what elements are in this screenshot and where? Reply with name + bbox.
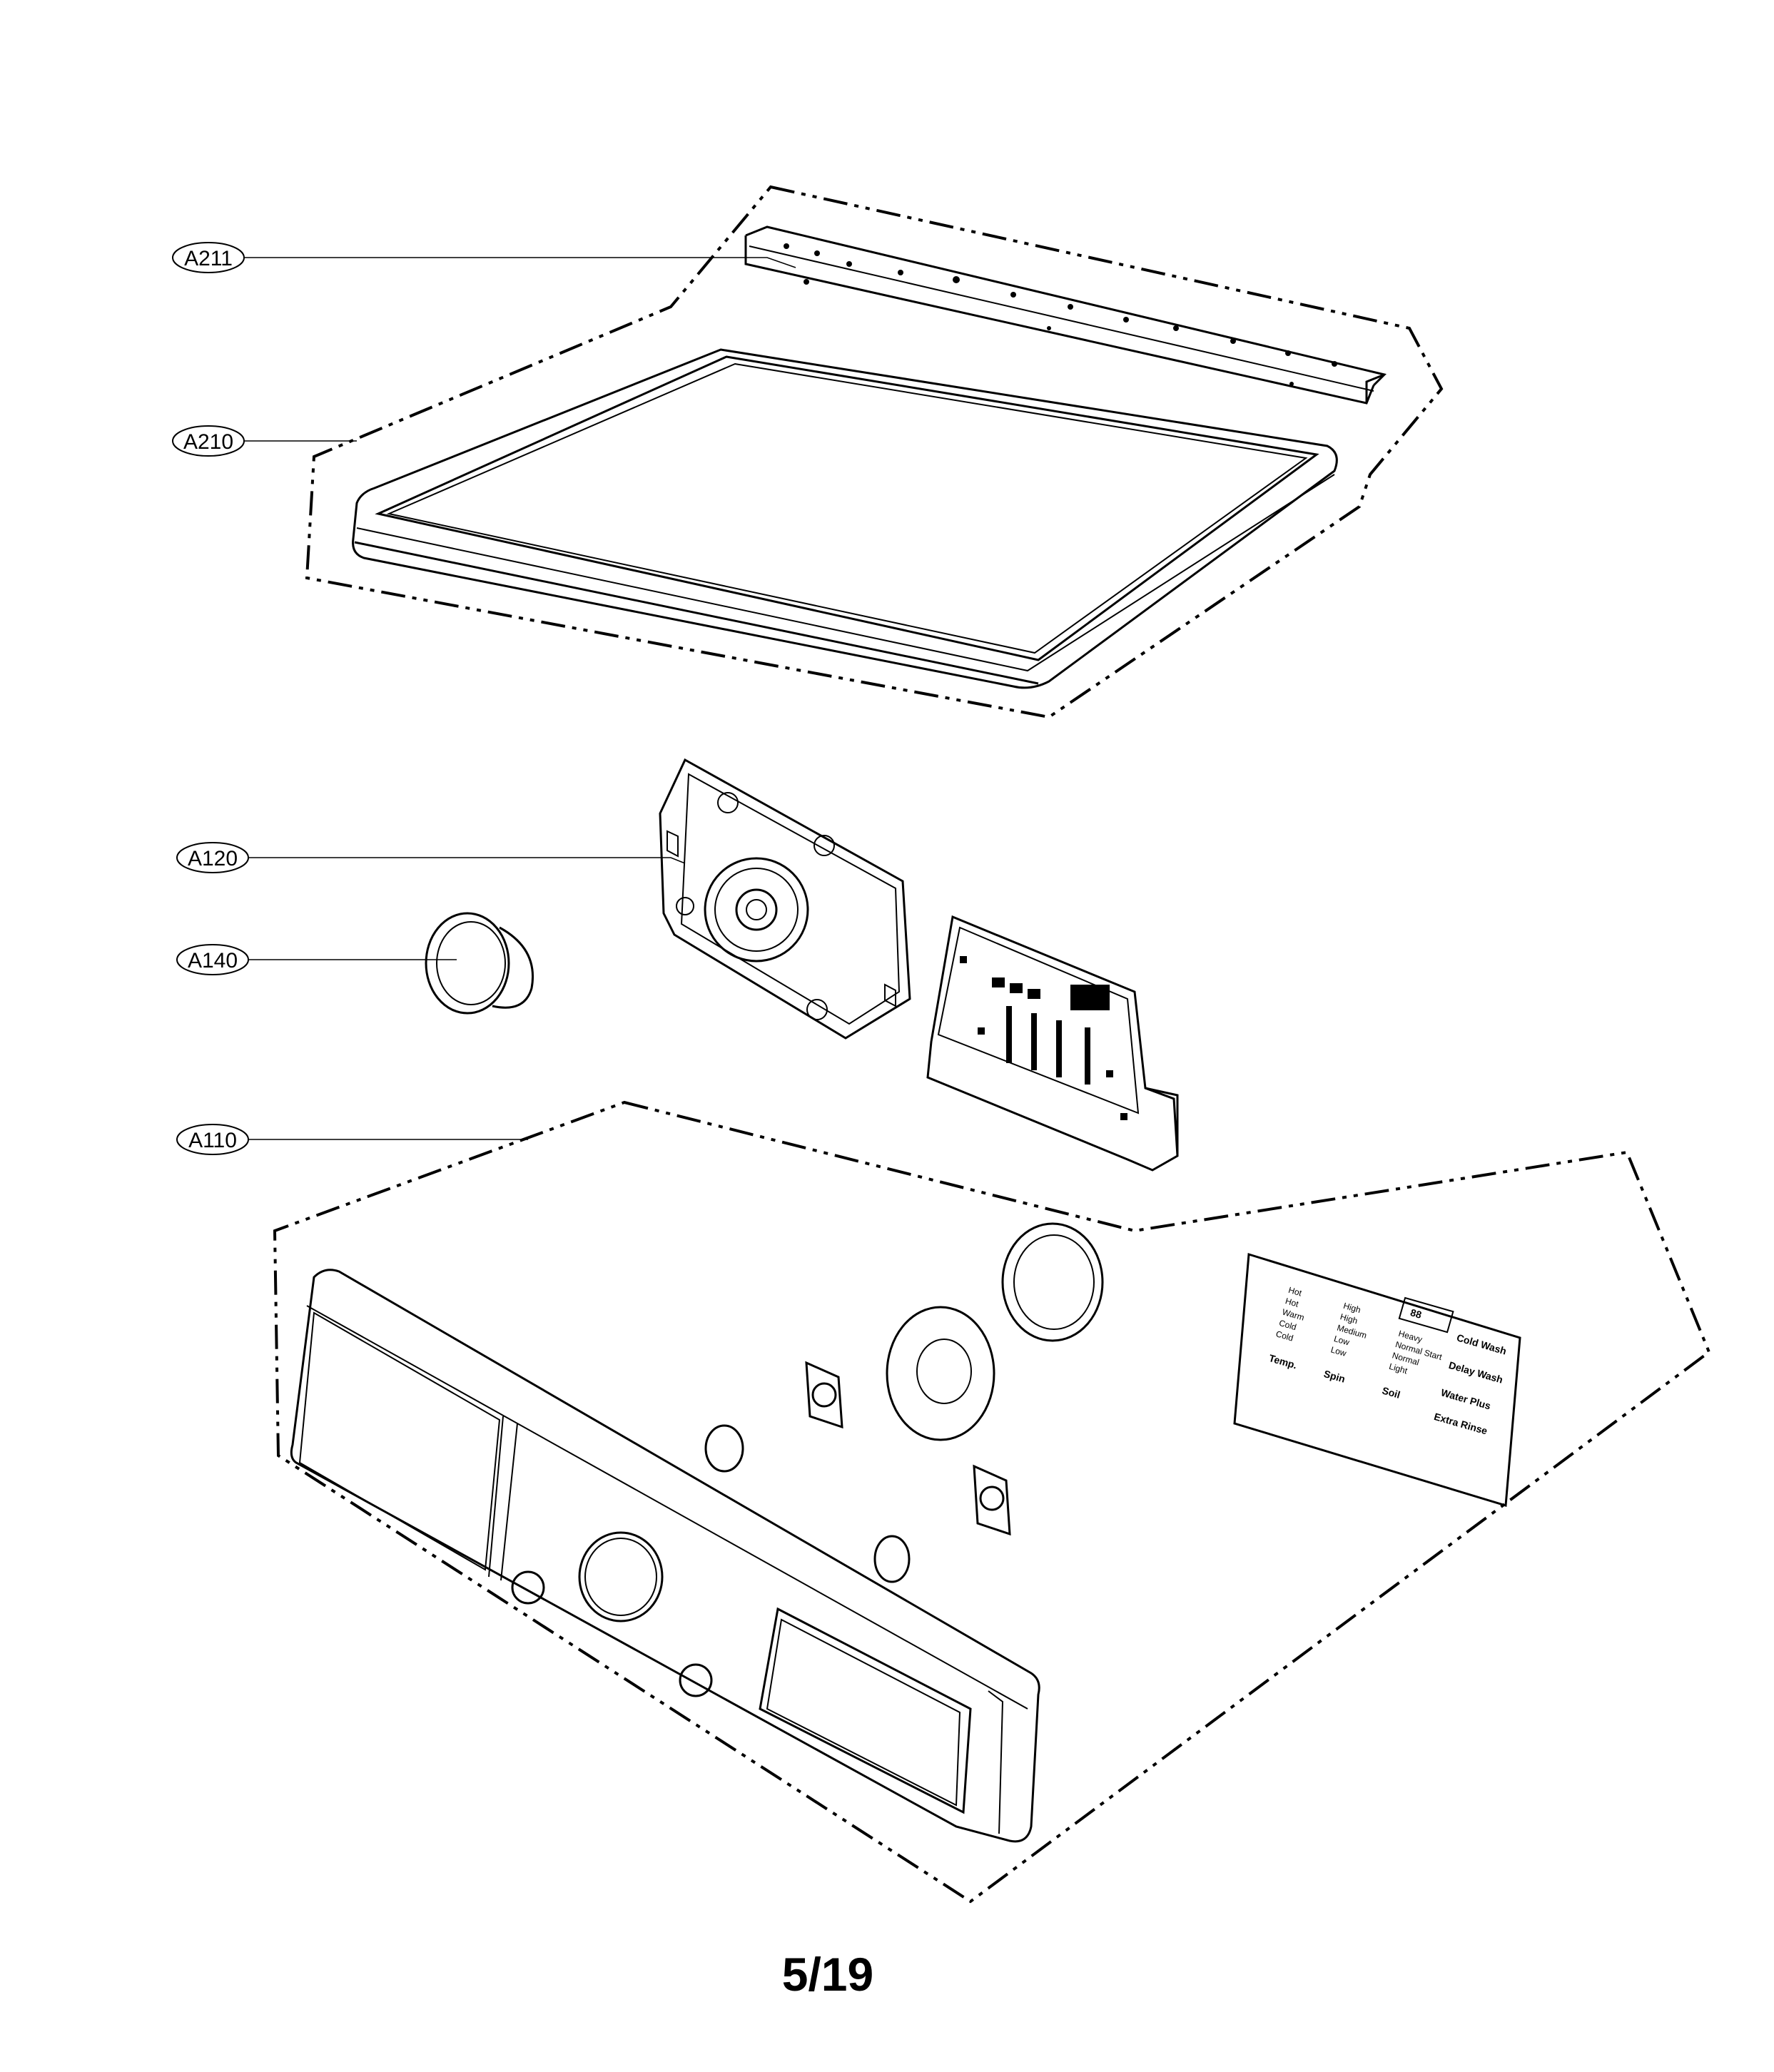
extra-rinse-button-label: Extra Rinse <box>1433 1411 1489 1437</box>
callout-a110: A110 <box>176 1124 528 1155</box>
temp-option-4: Cold <box>1278 1318 1298 1332</box>
control-decal: Hot Hot Warm Cold Cold Temp. High High M… <box>1233 1253 1521 1507</box>
front-panel-boundary <box>273 1100 1711 1904</box>
callout-a110-label: A110 <box>188 1129 237 1152</box>
top-assembly-boundary <box>305 185 1444 719</box>
digit-display-value: 88 <box>1409 1306 1424 1321</box>
spin-option-1: High <box>1342 1301 1362 1315</box>
button-caps <box>704 1222 1104 1583</box>
callout-a140-label: A140 <box>188 949 238 972</box>
callout-a211-label: A211 <box>184 247 233 270</box>
control-knob <box>425 912 534 1015</box>
callout-a140: A140 <box>176 944 457 975</box>
spin-option-2: High <box>1339 1311 1359 1326</box>
control-bracket <box>659 758 911 1040</box>
delay-wash-button-label: Delay Wash <box>1447 1359 1504 1386</box>
callout-a211: A211 <box>172 242 796 273</box>
water-plus-button-label: Water Plus <box>1439 1386 1492 1411</box>
top-bracket <box>744 225 1387 405</box>
spin-option-5: Low <box>1329 1344 1347 1359</box>
callout-a210: A210 <box>172 425 357 457</box>
temp-option-2: Hot <box>1284 1296 1300 1309</box>
top-cover <box>352 348 1338 689</box>
cold-wash-button-label: Cold Wash <box>1455 1331 1507 1356</box>
temp-option-5: Cold <box>1274 1329 1294 1343</box>
temp-option-1: Hot <box>1287 1285 1303 1299</box>
page-number: 5/19 <box>782 1948 873 2001</box>
spin-option-4: Low <box>1333 1334 1351 1348</box>
spin-label: Spin <box>1322 1368 1347 1385</box>
digit-display <box>1398 1296 1454 1334</box>
callout-a210-label: A210 <box>183 430 233 454</box>
pcb-assembly <box>926 915 1179 1172</box>
callout-a120: A120 <box>176 842 686 873</box>
callout-a120-label: A120 <box>188 847 238 870</box>
temp-label: Temp. <box>1267 1352 1298 1371</box>
soil-label: Soil <box>1381 1384 1402 1400</box>
front-control-panel <box>290 1269 1040 1843</box>
